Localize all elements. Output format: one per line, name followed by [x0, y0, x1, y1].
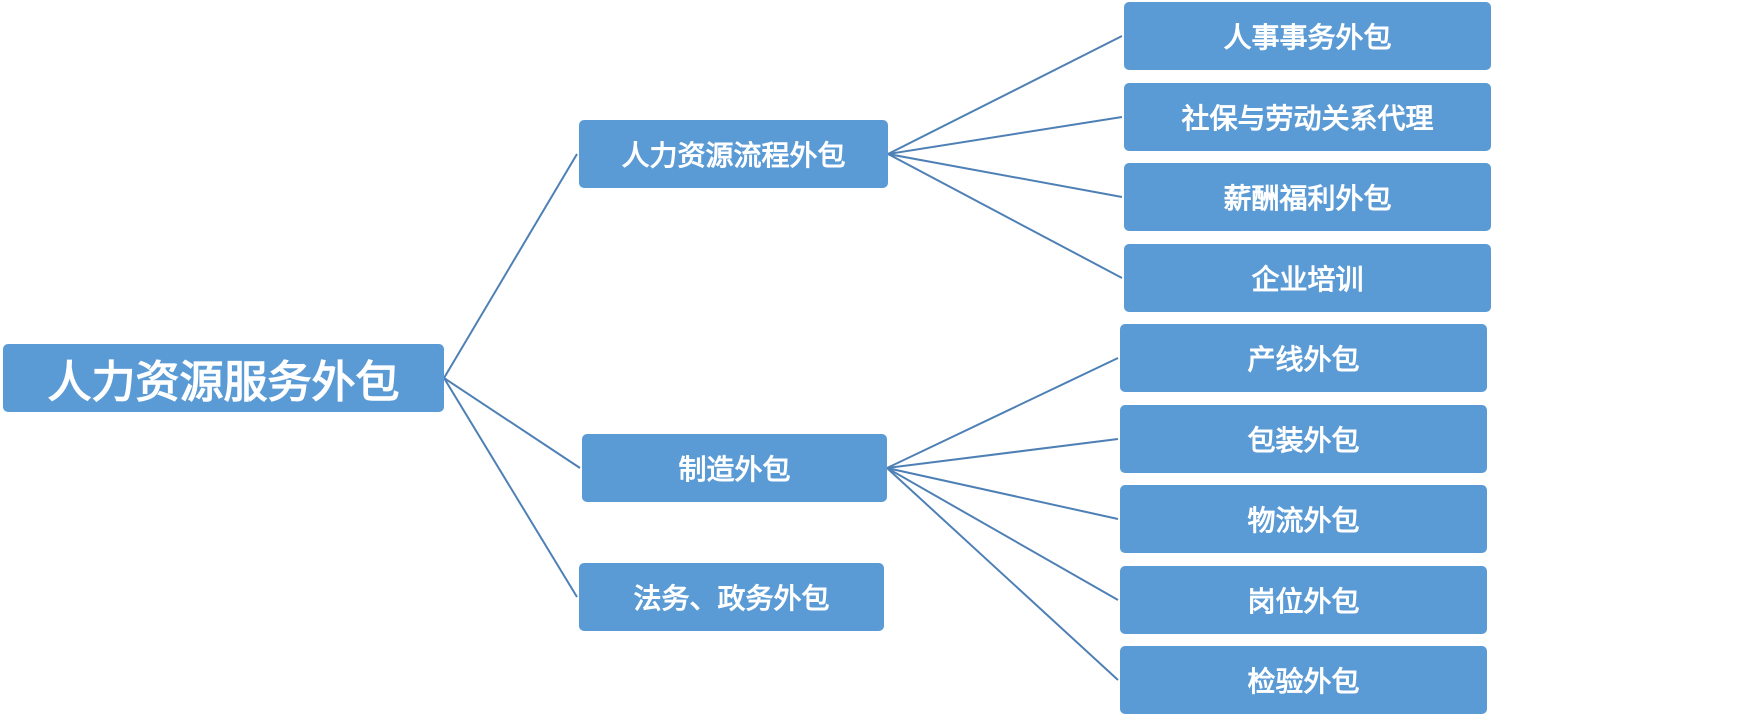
branch-node-legal-government: 法务、政务外包 [579, 563, 884, 631]
branch-node-manufacturing: 制造外包 [582, 434, 887, 502]
leaf-node-label: 薪酬福利外包 [1223, 182, 1392, 215]
leaf-node: 社保与劳动关系代理 [1124, 83, 1491, 151]
connector-branch-0-to-leaf-1 [887, 116, 1123, 155]
connector-branch-1-to-leaf-8 [886, 467, 1119, 681]
leaf-node-label: 人事事务外包 [1223, 21, 1392, 54]
leaf-node-label: 检验外包 [1247, 665, 1360, 698]
leaf-node-label: 产线外包 [1247, 343, 1360, 376]
connector-branch-0-to-leaf-3 [887, 153, 1123, 279]
leaf-node: 人事事务外包 [1124, 2, 1491, 70]
leaf-node: 物流外包 [1120, 485, 1487, 553]
root-node-label: 人力资源服务外包 [47, 357, 400, 408]
leaf-node-label: 岗位外包 [1247, 585, 1360, 618]
branch-node-label: 制造外包 [678, 453, 791, 486]
connector-branch-0-to-leaf-0 [887, 35, 1123, 155]
branch-node-label: 人力资源流程外包 [621, 139, 846, 172]
root-node: 人力资源服务外包 [3, 344, 444, 412]
leaf-node-label: 包装外包 [1247, 424, 1360, 457]
connector-root-to-branch-2 [443, 377, 578, 598]
connector-root-to-branch-0 [443, 153, 578, 379]
leaf-node: 检验外包 [1120, 646, 1487, 714]
leaf-node: 产线外包 [1120, 324, 1487, 392]
connector-branch-1-to-leaf-7 [886, 467, 1119, 601]
branch-node-label: 法务、政务外包 [633, 582, 830, 615]
leaf-node: 岗位外包 [1120, 566, 1487, 634]
connector-branch-0-to-leaf-2 [887, 153, 1123, 198]
connector-branch-1-to-leaf-5 [886, 438, 1119, 469]
leaf-node: 企业培训 [1124, 244, 1491, 312]
leaf-node: 薪酬福利外包 [1124, 163, 1491, 231]
leaf-node-label: 社保与劳动关系代理 [1181, 102, 1434, 135]
branch-node-hr-process: 人力资源流程外包 [579, 120, 888, 188]
connector-root-to-branch-1 [443, 377, 581, 469]
leaf-node-label: 物流外包 [1247, 504, 1360, 537]
connector-branch-1-to-leaf-6 [886, 467, 1119, 520]
leaf-node-label: 企业培训 [1251, 263, 1364, 296]
leaf-node: 包装外包 [1120, 405, 1487, 473]
connector-branch-1-to-leaf-4 [886, 357, 1119, 469]
